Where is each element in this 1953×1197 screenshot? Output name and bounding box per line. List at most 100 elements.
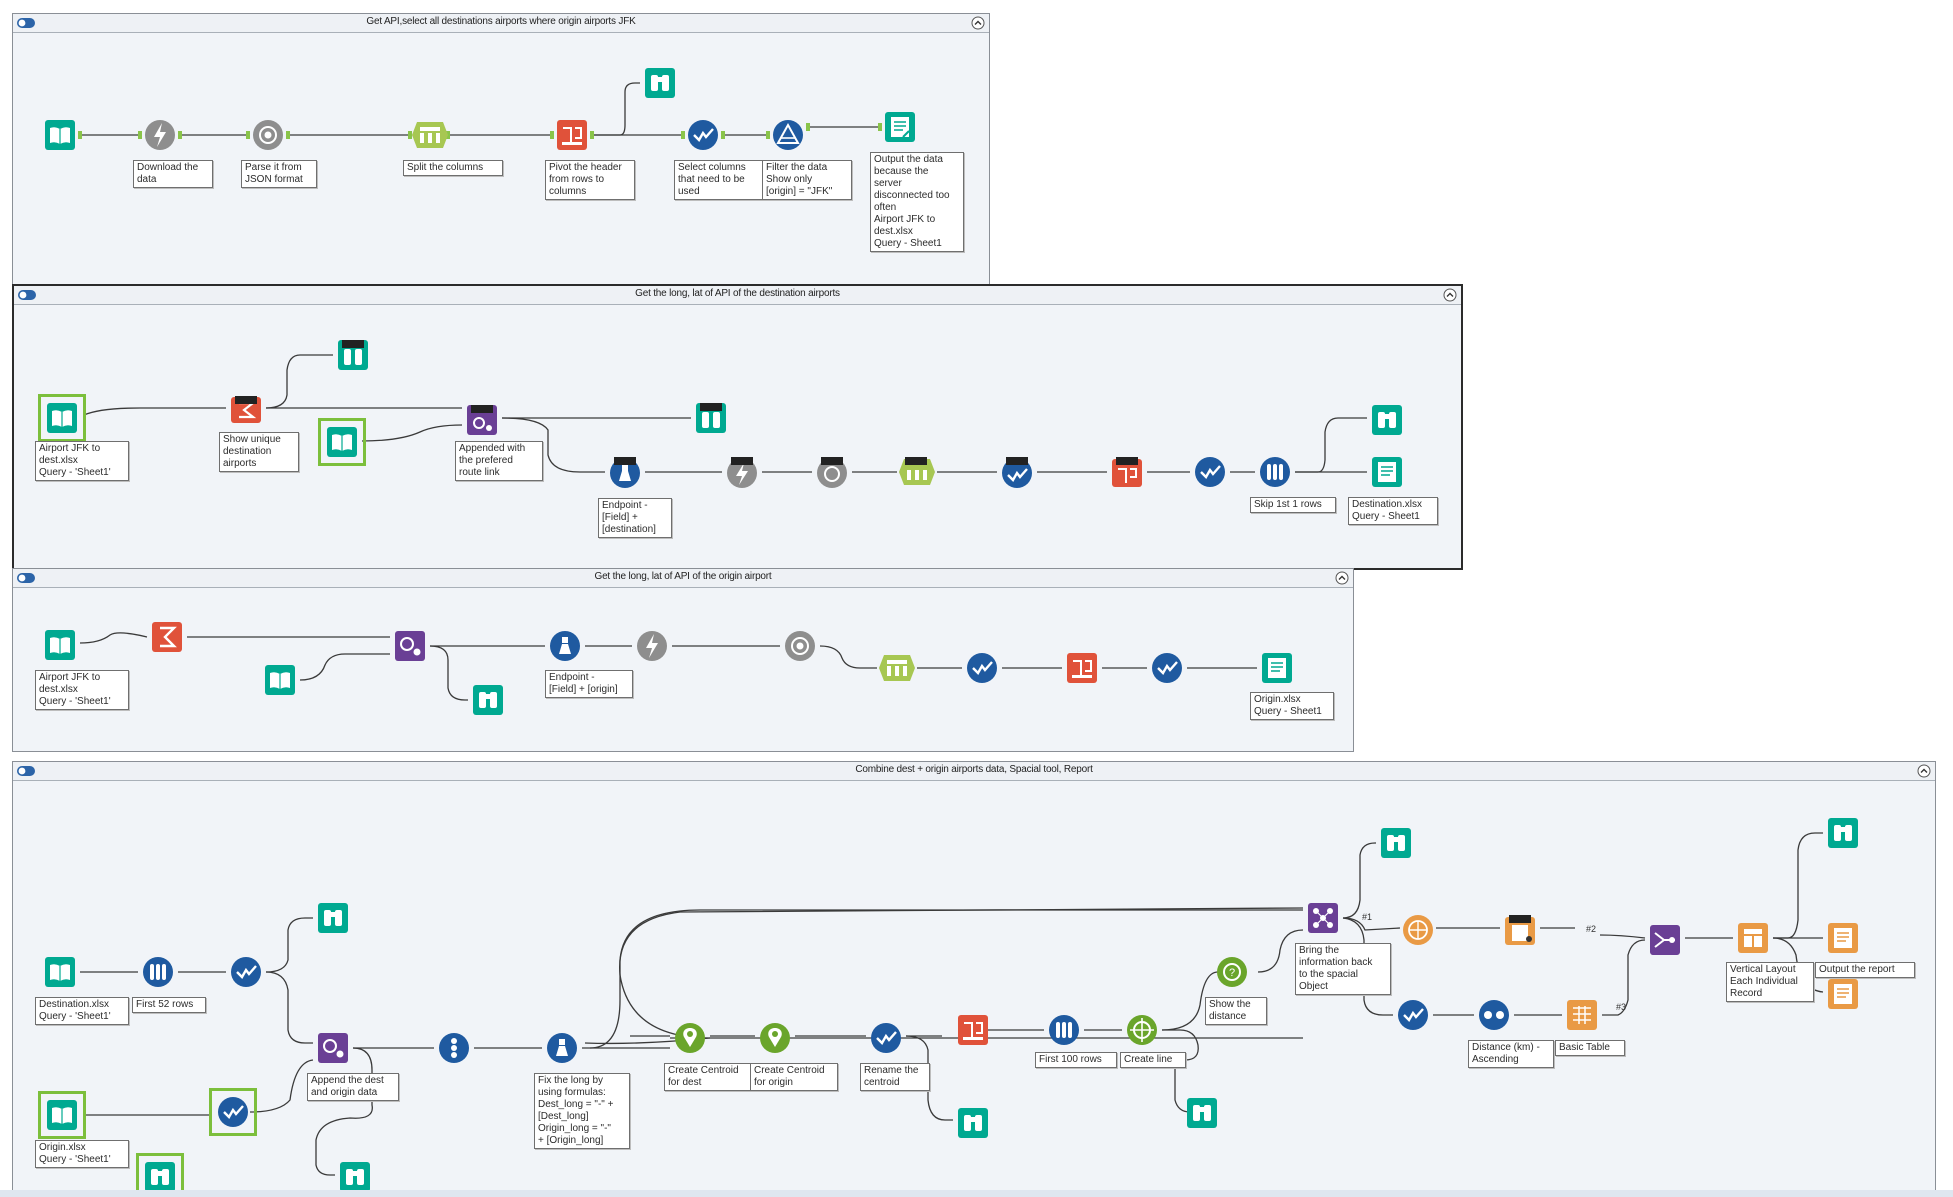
browse-icon[interactable] bbox=[691, 398, 731, 438]
collapse-icon[interactable] bbox=[1917, 764, 1931, 778]
union-icon[interactable] bbox=[1645, 920, 1685, 960]
browse-icon[interactable] bbox=[136, 1153, 184, 1197]
browse-icon[interactable] bbox=[468, 680, 508, 720]
sort-icon[interactable] bbox=[1474, 995, 1514, 1035]
json-parse-icon[interactable] bbox=[248, 115, 288, 155]
json-parse-icon[interactable] bbox=[812, 452, 852, 492]
create-points-icon[interactable] bbox=[755, 1018, 795, 1058]
basic-table-icon[interactable] bbox=[1562, 995, 1602, 1035]
report-map-icon[interactable] bbox=[1398, 910, 1438, 950]
annotation: Output the data because the server disco… bbox=[870, 152, 964, 252]
browse-icon[interactable] bbox=[1823, 813, 1863, 853]
select-icon[interactable] bbox=[683, 115, 723, 155]
browse-icon[interactable] bbox=[640, 63, 680, 103]
create-points-icon[interactable] bbox=[670, 1018, 710, 1058]
spatial-match-icon[interactable] bbox=[1303, 898, 1343, 938]
filter-icon[interactable] bbox=[768, 115, 808, 155]
select-icon[interactable] bbox=[1147, 648, 1187, 688]
container-header[interactable]: Get API,select all destinations airports… bbox=[13, 14, 989, 33]
select-icon[interactable] bbox=[1190, 452, 1230, 492]
transpose-icon[interactable] bbox=[1107, 452, 1147, 492]
container-header[interactable]: Get the long, lat of API of the origin a… bbox=[13, 569, 1353, 588]
container-title: Get the long, lat of API of the origin a… bbox=[594, 571, 772, 582]
toggle-icon[interactable] bbox=[18, 290, 36, 300]
annotation: Append the dest and origin data bbox=[307, 1073, 399, 1101]
formula-icon[interactable] bbox=[605, 452, 645, 492]
text-to-columns-icon[interactable] bbox=[877, 648, 917, 688]
sample-icon[interactable] bbox=[1255, 452, 1295, 492]
annotation: Skip 1st 1 rows bbox=[1250, 497, 1336, 513]
text-input-icon[interactable] bbox=[318, 418, 366, 466]
transpose-icon[interactable] bbox=[1062, 648, 1102, 688]
annotation: First 100 rows bbox=[1035, 1052, 1117, 1068]
input-data-icon[interactable] bbox=[40, 952, 80, 992]
download-icon[interactable] bbox=[632, 626, 672, 666]
container-dest-latlong[interactable]: Get the long, lat of API of the destinat… bbox=[12, 284, 1463, 570]
browse-icon[interactable] bbox=[953, 1103, 993, 1143]
input-data-icon[interactable] bbox=[38, 1091, 86, 1139]
append-fields-icon[interactable] bbox=[313, 1028, 353, 1068]
text-to-columns-icon[interactable] bbox=[410, 115, 450, 155]
annotation: Create Centroid for dest bbox=[664, 1063, 752, 1091]
browse-icon[interactable] bbox=[333, 335, 373, 375]
annotation: Show unique destination airports bbox=[219, 432, 299, 472]
browse-icon[interactable] bbox=[335, 1157, 375, 1197]
transpose-icon[interactable] bbox=[552, 115, 592, 155]
poly-build-icon[interactable] bbox=[1122, 1010, 1162, 1050]
container-header[interactable]: Get the long, lat of API of the destinat… bbox=[14, 286, 1461, 305]
collapse-icon[interactable] bbox=[971, 16, 985, 30]
transpose-icon[interactable] bbox=[953, 1010, 993, 1050]
download-icon[interactable] bbox=[722, 452, 762, 492]
distance-icon[interactable]: ? bbox=[1212, 952, 1252, 992]
report-text-icon[interactable] bbox=[1500, 910, 1540, 950]
toggle-icon[interactable] bbox=[17, 766, 35, 776]
select-icon[interactable] bbox=[962, 648, 1002, 688]
output-data-icon[interactable] bbox=[880, 107, 920, 147]
toggle-icon[interactable] bbox=[17, 18, 35, 28]
container-header[interactable]: Combine dest + origin airports data, Spa… bbox=[13, 762, 1935, 781]
annotation: Airport JFK to dest.xlsx Query - 'Sheet1… bbox=[35, 441, 129, 481]
browse-icon[interactable] bbox=[1182, 1093, 1222, 1133]
container-get-api[interactable]: Get API,select all destinations airports… bbox=[12, 13, 990, 285]
annotation: Fix the long by using formulas: Dest_lon… bbox=[534, 1073, 630, 1149]
text-input-icon[interactable] bbox=[260, 660, 300, 700]
container-title: Get the long, lat of API of the destinat… bbox=[635, 288, 840, 299]
layout-icon[interactable] bbox=[1733, 918, 1773, 958]
sample-icon[interactable] bbox=[1044, 1010, 1084, 1050]
summarize-icon[interactable] bbox=[226, 390, 266, 430]
output-data-icon[interactable] bbox=[1257, 648, 1297, 688]
horizontal-scrollbar[interactable] bbox=[0, 1190, 1953, 1197]
formula-icon[interactable] bbox=[542, 1028, 582, 1068]
browse-icon[interactable] bbox=[1367, 400, 1407, 440]
download-icon[interactable] bbox=[140, 115, 180, 155]
select-icon[interactable] bbox=[997, 452, 1037, 492]
input-data-icon[interactable] bbox=[40, 625, 80, 665]
multi-row-formula-icon[interactable] bbox=[434, 1028, 474, 1068]
annotation: Filter the data Show only [origin] = "JF… bbox=[762, 160, 852, 200]
select-icon[interactable] bbox=[1393, 995, 1433, 1035]
collapse-icon[interactable] bbox=[1443, 288, 1457, 302]
container-origin-latlong[interactable]: Get the long, lat of API of the origin a… bbox=[12, 568, 1354, 752]
annotation: Basic Table bbox=[1555, 1040, 1625, 1056]
append-fields-icon[interactable] bbox=[462, 400, 502, 440]
formula-icon[interactable] bbox=[545, 626, 585, 666]
json-parse-icon[interactable] bbox=[780, 626, 820, 666]
browse-icon[interactable] bbox=[1376, 823, 1416, 863]
input-data-icon[interactable] bbox=[38, 394, 86, 442]
append-fields-icon[interactable] bbox=[390, 626, 430, 666]
input-data-icon[interactable] bbox=[40, 115, 80, 155]
collapse-icon[interactable] bbox=[1335, 571, 1349, 585]
browse-icon[interactable] bbox=[313, 898, 353, 938]
sample-icon[interactable] bbox=[138, 952, 178, 992]
render-icon[interactable] bbox=[1823, 918, 1863, 958]
select-icon[interactable] bbox=[226, 952, 266, 992]
render-icon[interactable] bbox=[1823, 974, 1863, 1014]
select-icon[interactable] bbox=[866, 1018, 906, 1058]
annotation: First 52 rows bbox=[132, 997, 206, 1013]
summarize-icon[interactable] bbox=[147, 617, 187, 657]
select-icon[interactable] bbox=[209, 1088, 257, 1136]
text-to-columns-icon[interactable] bbox=[897, 452, 937, 492]
output-data-icon[interactable] bbox=[1367, 452, 1407, 492]
toggle-icon[interactable] bbox=[17, 573, 35, 583]
